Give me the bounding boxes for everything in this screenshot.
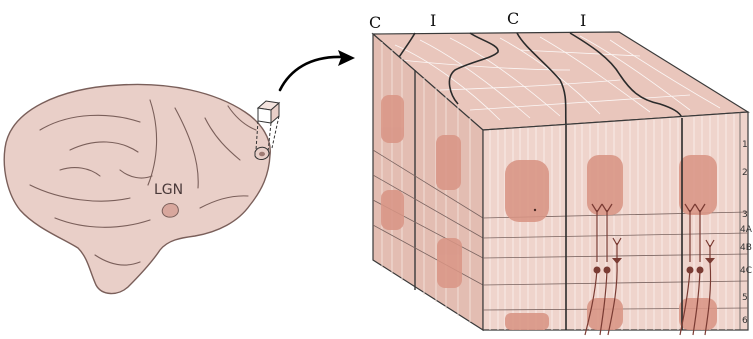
layer-label-3: 3	[742, 210, 748, 220]
column-label-c-1: C	[369, 13, 381, 32]
layer-label-4b: 4B	[740, 243, 752, 253]
lgn-label: LGN	[154, 182, 183, 198]
layer-labels: 1 2 3 4A 4B 4C 5 6	[740, 140, 753, 326]
layer-label-2: 2	[742, 168, 748, 178]
column-label-c-2: C	[507, 9, 519, 28]
sample-cube	[258, 101, 279, 123]
column-label-i-2: I	[580, 11, 586, 30]
layer-label-6: 6	[742, 316, 748, 326]
magnification-arrow	[280, 50, 355, 90]
cortex-block	[373, 32, 748, 335]
layer-label-4c: 4C	[740, 266, 752, 276]
brain-outline	[4, 84, 270, 293]
column-label-i-1: I	[430, 11, 436, 30]
layer-label-4a: 4A	[740, 225, 753, 235]
layer-label-1: 1	[742, 140, 748, 150]
brain-illustration: LGN	[4, 84, 279, 293]
column-labels: C I C I	[369, 9, 586, 32]
lgn-nucleus	[162, 204, 178, 218]
layer-label-5: 5	[742, 293, 748, 303]
